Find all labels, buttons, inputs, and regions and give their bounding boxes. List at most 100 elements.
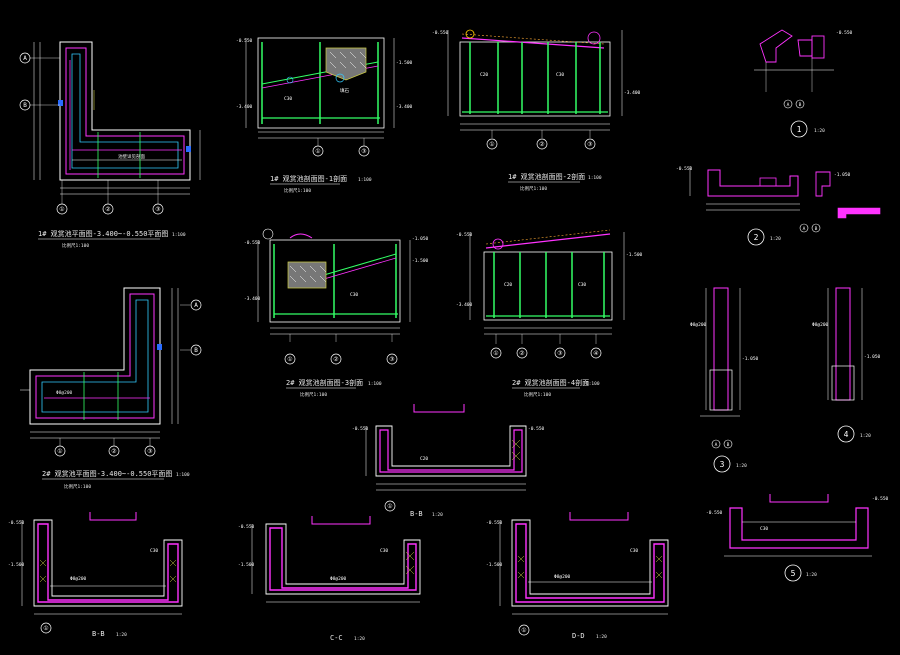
det3-scale: 1:20 [736,463,747,469]
detbb-scale: 1:20 [116,632,127,638]
sec1a-title: 1# 观赏池剖面图-1剖面 [270,174,347,183]
detdd-elev-mid: -1.500 [486,562,503,568]
sec1b-grid-bubble-3: ③ [584,138,596,150]
sec2b-label-slab: C20 [504,282,512,288]
detail-3: Φ8@200 -1.050 A B 3 1:20 [690,287,759,473]
detcc-scale: 1:20 [354,636,365,642]
sec1b-grid-bubble-1: ① [486,138,498,150]
sec2a-elev-mid: -1.500 [412,258,429,264]
detbb-elev-top: -0.550 [8,520,25,526]
svg-text:5: 5 [791,569,796,578]
sec1b-subtitle: 比例尺1:100 [520,185,547,192]
sec1a-label-wall: C30 [284,96,292,102]
det1-scale: 1:20 [814,128,825,134]
sec1b-elev-bottom: -3.400 [624,90,641,96]
detcc-elev-top: -0.550 [238,524,255,530]
det3-grid-a: A [711,439,721,449]
svg-text:③: ③ [389,356,394,363]
sec1b-scale: 1:100 [588,175,602,181]
sec2b-elev-mid: -1.500 [626,252,643,258]
section-2b: -0.550 -3.400 -1.500 C20 C30 ① ② ③ ④ 2# … [456,229,643,398]
svg-text:①: ① [59,206,64,213]
plan2-grid-bubble-a: A [190,299,202,311]
svg-text:A: A [23,55,27,62]
detbb-title: B-B [92,630,105,638]
plan-2: A B ① ② ③ Φ8@200 2# 观赏池平面图-3.400~-0.550平… [20,287,202,490]
detdd-elev-top: -0.550 [486,520,503,526]
svg-text:B: B [194,347,198,354]
det3-grid-b: B [723,439,733,449]
plan1-subtitle: 比例尺1:100 [62,242,89,249]
detail-bb: -0.550 -1.500 C30 Φ8@200 ① B-B 1:20 [8,512,183,638]
det3-label: Φ8@200 [690,322,707,328]
svg-text:④: ④ [593,350,598,357]
det3-elev: -1.050 [742,356,759,362]
detb-elev: -0.550 [352,426,369,432]
det2-elev-r: -1.050 [834,172,851,178]
det5-elev: -0.550 [706,510,723,516]
plan2-note: Φ8@200 [56,390,73,396]
svg-text:B: B [815,226,818,232]
svg-text:①: ① [287,356,292,363]
detail-mark-3: 3 [713,455,731,473]
plan1-grid-bubble-b: B [19,99,31,111]
det4-elev: -1.050 [864,354,881,360]
svg-text:3: 3 [720,460,725,469]
detail-mark-1: 1 [790,120,808,138]
sec2b-grid-bubble-1: ① [490,347,502,359]
svg-text:①: ① [521,627,526,634]
plan2-title: 2# 观赏池平面图-3.400~-0.550平面图 [42,469,172,478]
detbb-label: C30 [150,548,158,554]
svg-text:A: A [787,102,790,108]
det1-grid-b: B [795,99,805,109]
det1-elev: -0.550 [836,30,853,36]
detbb-elev-mid: -1.500 [8,562,25,568]
svg-text:B: B [23,102,27,109]
svg-text:③: ③ [587,141,592,148]
sec1a-grid-bubble-1: ① [312,145,324,157]
sec1a-subtitle: 比例尺1:100 [284,187,311,194]
detb-scale: 1:20 [432,512,443,518]
svg-text:②: ② [519,350,524,357]
svg-text:4: 4 [844,430,849,439]
plan-1: ① ② ③ A B 池壁详见剖面 1# 观赏池平面图-3.400~-0.550平… [19,41,201,249]
sec1b-grid-bubble-2: ② [536,138,548,150]
detb-label: C20 [420,456,428,462]
sec2b-elev-bottom: -3.400 [456,302,473,308]
plan1-grid-bubble-3: ③ [152,203,164,215]
plan1-title: 1# 观赏池平面图-3.400~-0.550平面图 [38,229,168,238]
detail-mark-5: 5 [784,564,802,582]
svg-text:①: ① [43,625,48,632]
svg-text:②: ② [111,448,116,455]
detb-grid: ① [384,500,396,512]
detdd-title: D-D [572,632,585,640]
sec2a-grid-bubble-3: ③ [386,353,398,365]
det1-grid-a: A [783,99,793,109]
detb-title: B-B [410,510,423,518]
sec2b-grid-bubble-4: ④ [590,347,602,359]
sec2a-grid-bubble-2: ② [330,353,342,365]
det5-elev-r: -0.550 [872,496,889,502]
plan2-grid-bubble-3: ③ [144,445,156,457]
svg-text:①: ① [489,141,494,148]
sec1a-elev-top: -0.550 [236,38,253,44]
svg-text:①: ① [493,350,498,357]
plan1-grid-bubble-1: ① [56,203,68,215]
svg-text:A: A [803,226,806,232]
sec1a-label-fill: 填石 [340,87,349,94]
svg-text:③: ③ [147,448,152,455]
det2-scale: 1:20 [770,236,781,242]
det2-elev: -0.550 [676,166,693,172]
detail-1: -0.550 A B 1 1:20 [754,29,853,138]
sec2b-scale: 1:100 [586,381,600,387]
plan1-grid-bubble-a: A [19,52,31,64]
detcc-elev-mid: -1.500 [238,562,255,568]
detail-2: -0.550 -1.050 A B 2 1:20 [676,166,881,246]
det5-scale: 1:20 [806,572,817,578]
plan2-grid-bubble-2: ② [108,445,120,457]
plan1-grid-bubble-2: ② [102,203,114,215]
sec2a-title: 2# 观赏池剖面图-3剖面 [286,378,363,387]
detail-mark-2: 2 [747,228,765,246]
sec2a-label-wall: C30 [350,292,358,298]
